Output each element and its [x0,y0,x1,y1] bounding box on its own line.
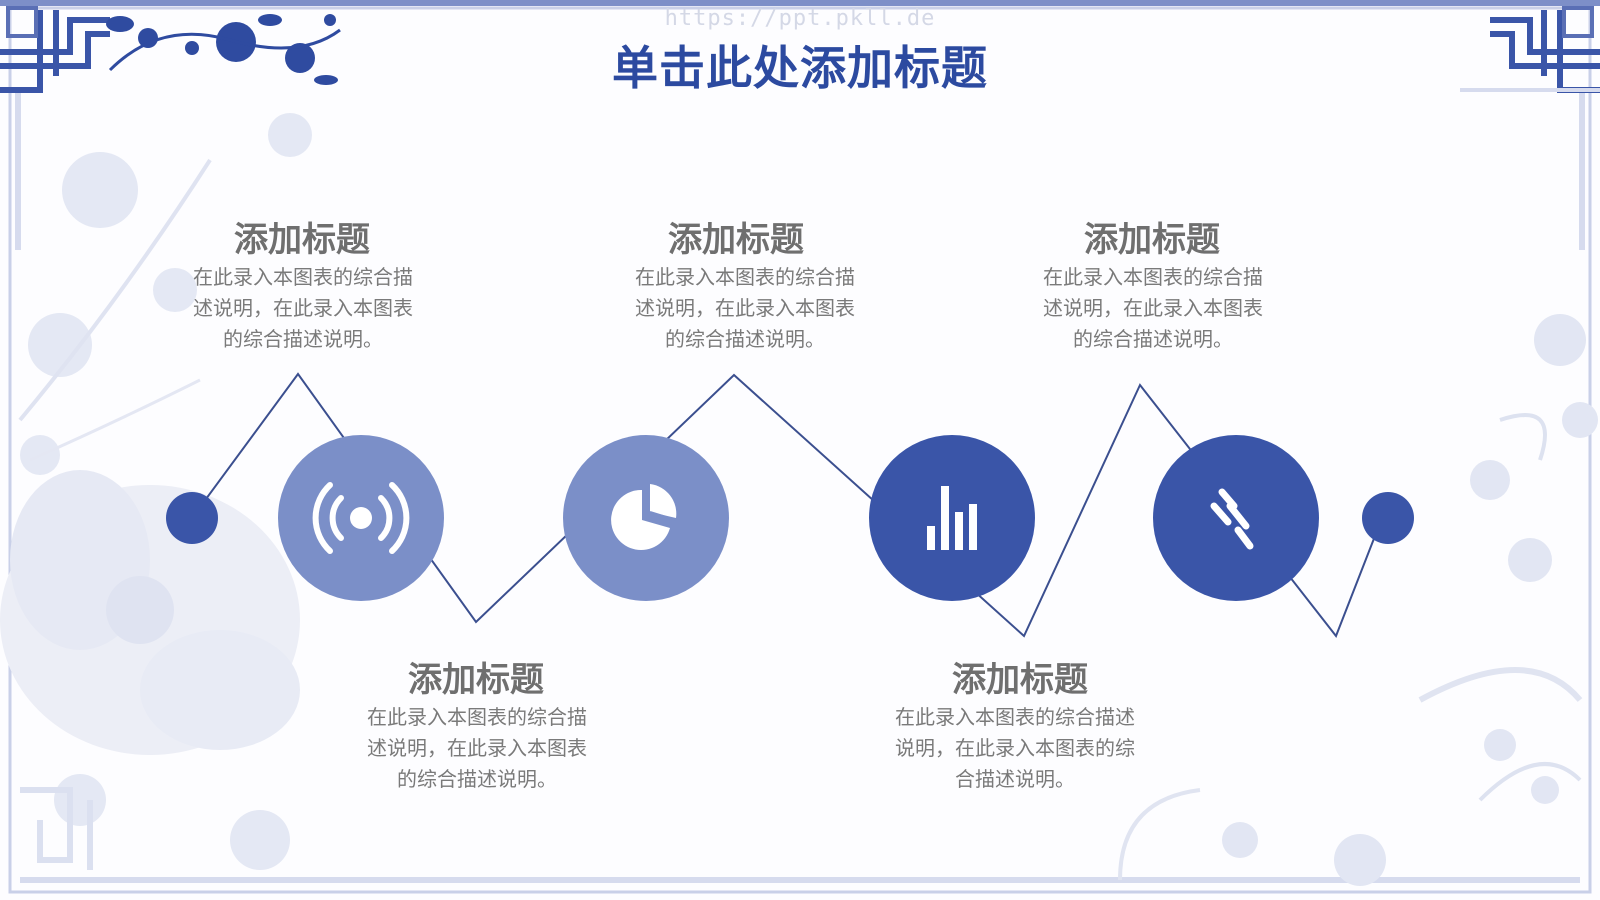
item-2-desc-line-2: 述说明，在此录入本图表 [635,296,855,320]
item-4-desc-line-2: 说明，在此录入本图表的综 [895,736,1135,760]
item-4-desc-line-3: 合描述说明。 [955,767,1075,791]
faded-flowers-left [0,113,312,870]
item-5-desc-line-2: 述说明，在此录入本图表 [367,736,587,760]
item-3-title[interactable]: 添加标题 [1084,220,1220,260]
item-2-desc-line-1: 在此录入本图表的综合描 [635,265,855,289]
faded-flowers-right [1222,314,1598,886]
item-5-desc-line-1: 在此录入本图表的综合描 [367,705,587,729]
item-1-desc-line-2: 述说明，在此录入本图表 [193,296,413,320]
item-5-desc-line-3: 的综合描述说明。 [397,767,557,791]
item-4-title[interactable]: 添加标题 [952,660,1088,700]
item-2-description[interactable]: 在此录入本图表的综合描 述说明，在此录入本图表 的综合描述说明。 [610,262,880,355]
timeline-end-dot [1362,492,1414,544]
item-5-title[interactable]: 添加标题 [408,660,544,700]
pie-chart-icon [611,484,677,550]
flower-decoration-top-left [106,14,338,85]
slide-title[interactable]: 单击此处添加标题 [612,41,988,95]
item-5-description[interactable]: 在此录入本图表的综合描 述说明，在此录入本图表 的综合描述说明。 [342,702,612,795]
step-circle-2[interactable] [563,435,729,601]
item-3-desc-line-2: 述说明，在此录入本图表 [1043,296,1263,320]
item-4-description[interactable]: 在此录入本图表的综合描述 说明，在此录入本图表的综 合描述说明。 [880,702,1150,795]
item-1-description[interactable]: 在此录入本图表的综合描 述说明，在此录入本图表 的综合描述说明。 [168,262,438,355]
item-3-desc-line-3: 的综合描述说明。 [1073,327,1233,351]
timeline-start-dot [166,492,218,544]
lattice-corner-top-left [0,6,110,93]
watermark-url: https://ppt.pkll.de [664,6,936,31]
link-icon [1210,488,1254,550]
item-2-title[interactable]: 添加标题 [668,220,804,260]
item-1-desc-line-3: 的综合描述说明。 [223,327,383,351]
bar-chart-icon [927,486,977,550]
item-1-desc-line-1: 在此录入本图表的综合描 [193,265,413,289]
step-circle-4[interactable] [1153,435,1319,601]
item-3-description[interactable]: 在此录入本图表的综合描 述说明，在此录入本图表 的综合描述说明。 [1018,262,1288,355]
step-circle-1[interactable] [278,435,444,601]
step-circle-3[interactable] [869,435,1035,601]
item-4-desc-line-1: 在此录入本图表的综合描述 [895,705,1135,729]
broadcast-icon [312,482,410,554]
item-1-title[interactable]: 添加标题 [234,220,370,260]
item-2-desc-line-3: 的综合描述说明。 [665,327,825,351]
item-3-desc-line-1: 在此录入本图表的综合描 [1043,265,1263,289]
